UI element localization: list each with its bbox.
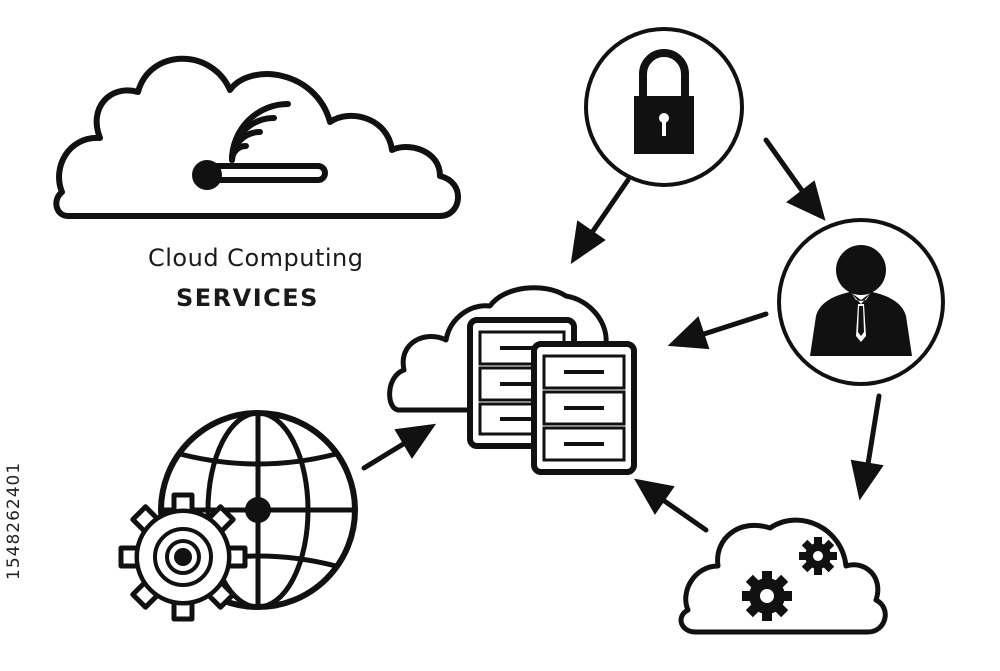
arrow-icon <box>850 393 884 501</box>
gear-icon <box>118 492 248 622</box>
cloud-wifi-icon <box>53 55 461 219</box>
tiny-gear-icon <box>799 537 837 575</box>
arrow-icon <box>763 137 826 221</box>
cloud-servers-icon <box>387 285 637 475</box>
arrow-icon <box>361 423 437 471</box>
arrow-icon <box>634 478 709 533</box>
businessman-icon <box>777 218 945 386</box>
stock-id-text: 1548262401 <box>4 461 24 580</box>
arrow-icon <box>570 177 631 265</box>
diagram-subtitle: SERVICES <box>176 284 319 312</box>
cloud-gears-icon <box>678 517 888 635</box>
stock-id-label: 1548262401 <box>2 420 26 580</box>
small-gear-icon <box>742 571 792 621</box>
padlock-icon <box>584 27 744 187</box>
diagram-title: Cloud Computing <box>148 244 364 272</box>
server-rack-front-icon <box>531 341 637 475</box>
arrow-icon <box>667 311 769 350</box>
flow-arrows <box>361 137 884 533</box>
